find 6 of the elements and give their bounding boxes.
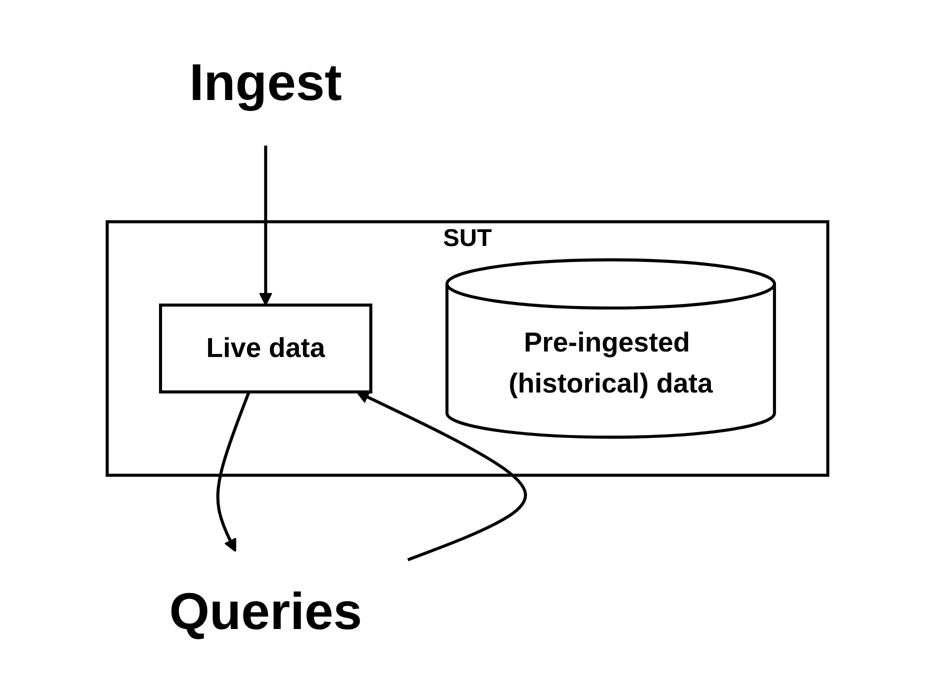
arrow	[258, 146, 272, 306]
arrow	[356, 391, 527, 562]
arrow	[216, 391, 250, 552]
node-text: Queries	[169, 583, 362, 642]
node-box: Live data	[159, 304, 372, 394]
node-text: Ingest	[189, 54, 342, 112]
